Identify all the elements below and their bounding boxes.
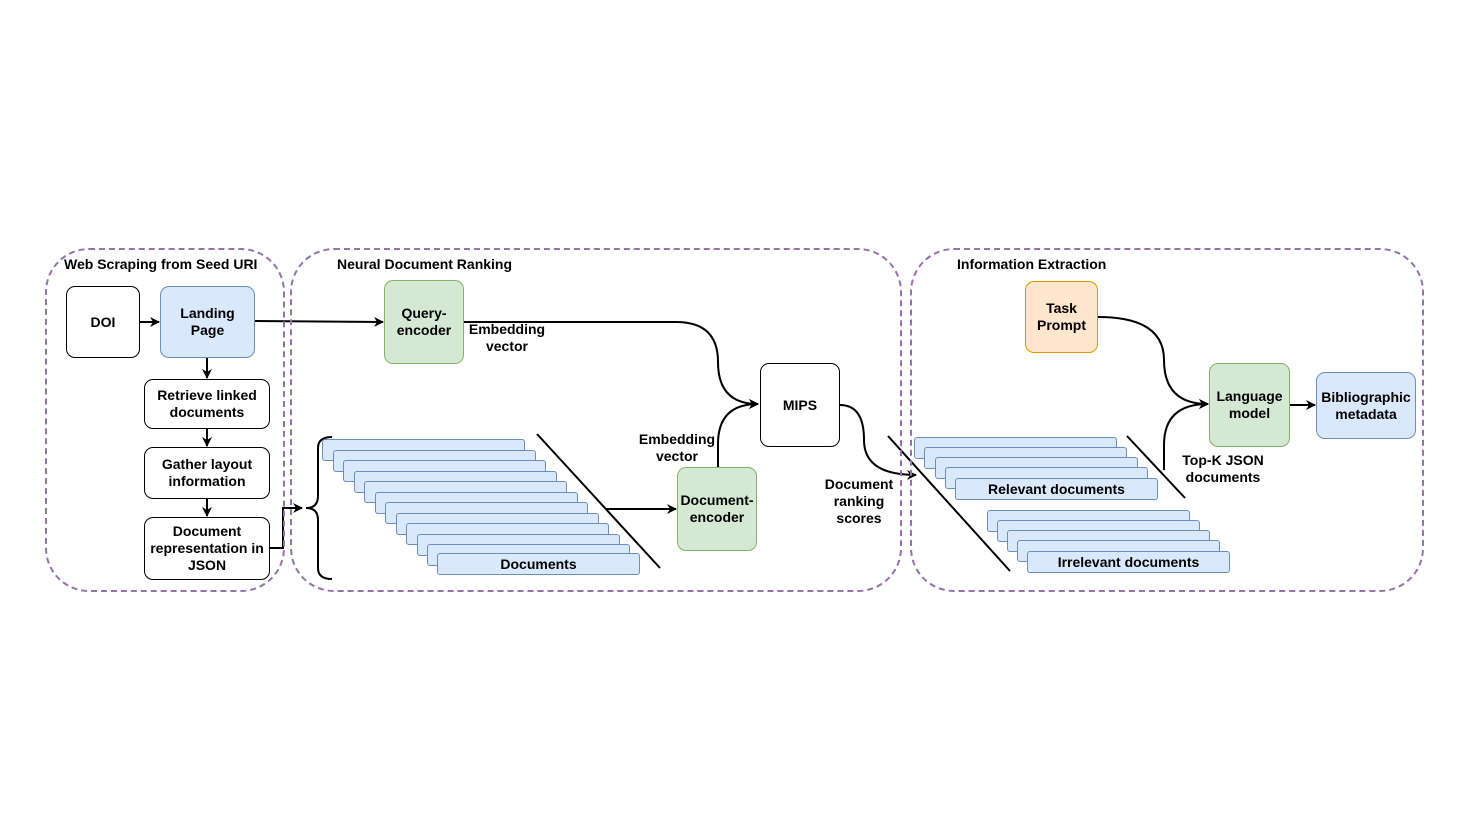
task-prompt-node: Task Prompt [1025, 281, 1098, 353]
group-title-neural-ranking: Neural Document Ranking [337, 256, 513, 272]
relevant-documents-stack-front: Relevant documents [955, 478, 1158, 500]
arrow-docencoder-mips [717, 399, 759, 467]
landing-page-node: Landing Page [160, 286, 255, 358]
slash-documents [536, 433, 661, 569]
arrow-relevant-lm [1163, 399, 1209, 470]
slash-irrelevant [887, 435, 1011, 572]
irrelevant-documents-stack-front: Irrelevant documents [1027, 551, 1230, 573]
doi-node: DOI [66, 286, 140, 358]
group-title-information-extraction: Information Extraction [957, 256, 1107, 272]
arrow-prompt-lm [1097, 316, 1209, 409]
top-k-json-documents-label: Top-K JSON documents [1182, 452, 1264, 485]
arrow-query-mips [464, 321, 759, 409]
group-title-web-scraping: Web Scraping from Seed URI [64, 256, 258, 272]
embedding-vector-label-bottom: Embedding vector [638, 431, 716, 464]
query-encoder-node: Query-encoder [384, 280, 464, 364]
group-information-extraction [910, 248, 1424, 592]
documents-stack-front: Documents [437, 553, 640, 575]
document-ranking-scores-label: Document ranking scores [824, 476, 894, 526]
group-neural-ranking [290, 248, 902, 592]
json-representation-node: Document representation in JSON [144, 517, 270, 580]
slash-relevant [1126, 435, 1186, 499]
embedding-vector-label-top: Embedding vector [468, 321, 546, 354]
retrieve-linked-documents-node: Retrieve linked documents [144, 379, 270, 429]
arrow-landing-query [254, 316, 384, 327]
group-web-scraping [45, 248, 285, 592]
document-encoder-node: Document-encoder [677, 467, 757, 551]
mips-node: MIPS [760, 363, 840, 447]
language-model-node: Language model [1209, 363, 1290, 447]
gather-layout-node: Gather layout information [144, 447, 270, 499]
bibliographic-metadata-node: Bibliographic metadata [1316, 372, 1416, 439]
arrow-mips-rankings [839, 404, 917, 480]
